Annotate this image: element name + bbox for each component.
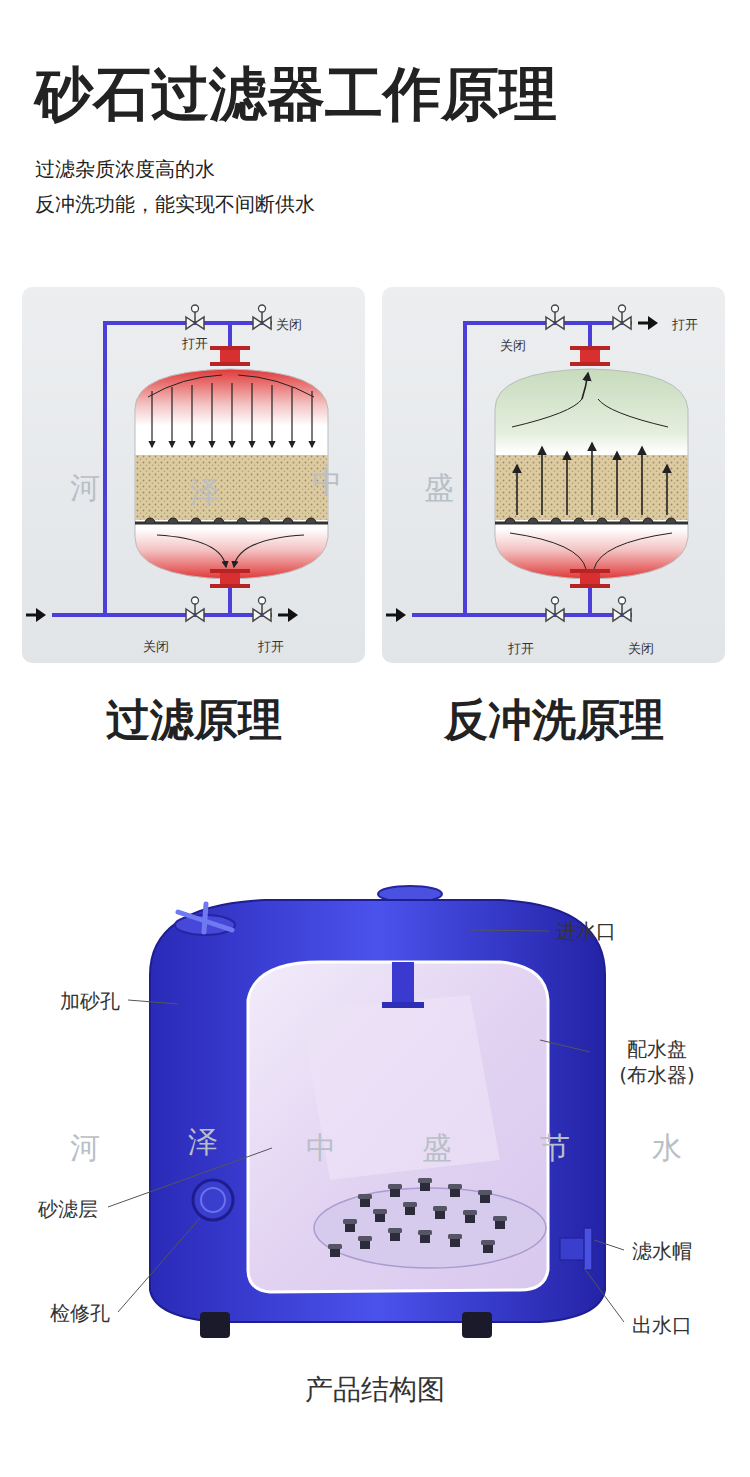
watermark: 泽 [190,472,220,511]
watermark: 泽 [188,1122,218,1161]
part-name: 加砂孔 [60,988,120,1014]
diagram-panel: 反冲洗原理 [382,287,725,762]
valve-state: 关闭 [143,638,169,655]
valve-state: 关闭 [500,337,526,354]
watermark: 中 [312,462,342,501]
valve-state: 打开 [508,640,534,657]
subtitle: 过滤杂质浓度高的水 [35,156,215,182]
watermark: 节 [540,1128,570,1167]
panel-caption: 过滤原理 [22,695,365,745]
panel-caption: 反冲洗原理 [382,695,725,745]
valve-state: 打开 [182,335,208,352]
part-name: 滤水帽 [632,1238,692,1264]
part-name: 砂滤层 [38,1196,98,1222]
part-name: 出水口 [632,1312,692,1338]
watermark: 盛 [422,1128,452,1167]
watermark: 河 [70,1128,100,1167]
valve-state: 打开 [672,316,698,333]
watermark: 水 [652,1128,682,1167]
part-name: 进水口 [556,918,616,944]
valve-state: 关闭 [276,316,302,333]
valve-state: 打开 [258,638,284,655]
watermark: 盛 [424,468,454,507]
valve-state: 关闭 [628,640,654,657]
diagram-panel: 过滤原理 [22,287,365,762]
part-name: 配水盘 (布水器) [598,1036,716,1088]
watermark: 河 [70,468,100,507]
part-name: 检修孔 [50,1300,110,1326]
watermark: 中 [306,1128,336,1167]
figure-caption: 产品结构图 [0,1372,750,1408]
page-title: 砂石过滤器工作原理 [35,60,557,128]
subtitle: 反冲洗功能，能实现不间断供水 [35,191,315,217]
